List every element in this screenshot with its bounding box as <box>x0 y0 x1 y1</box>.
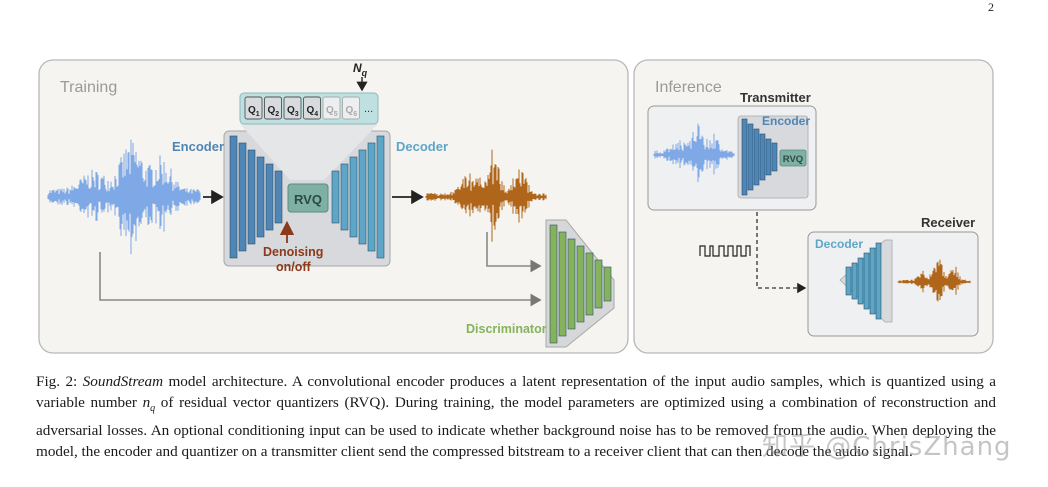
tx-encoder-layer <box>747 123 754 191</box>
nq-label: Nq <box>353 61 368 78</box>
encoder-layer <box>274 170 283 224</box>
quantizer-cell <box>342 96 360 120</box>
quantizer-cell <box>322 96 341 120</box>
quantizer-cell-label: Q2 <box>268 105 280 118</box>
discriminator-layer <box>558 231 567 337</box>
quantizer-cells: Q1 Q2 Q3 Q4 Q5 Q6... <box>244 96 373 120</box>
encoder-layer <box>247 149 256 245</box>
quantizer-cell <box>244 96 263 120</box>
transmitter-rvq-label: RVQ <box>783 154 803 165</box>
quantizer-ellipsis: ... <box>364 103 373 115</box>
receiver-waveform <box>897 259 971 302</box>
quantizer-cell-label: Q4 <box>307 105 319 118</box>
decoder-layer <box>340 163 349 231</box>
discriminator-layer <box>549 224 558 344</box>
receiver-box <box>807 231 979 337</box>
caption-variable: nq <box>142 394 156 415</box>
decoder-label: Decoder <box>396 139 448 154</box>
quantizer-cell <box>264 96 282 120</box>
tx-encoder-layer <box>771 142 778 172</box>
encoder-layers <box>229 135 283 259</box>
discriminator-layer <box>603 266 612 302</box>
quantizer-projection <box>240 124 378 180</box>
page-number: 2 <box>988 0 994 14</box>
encoder-layer <box>265 163 274 231</box>
tx-encoder-layer <box>759 133 766 181</box>
input-waveform <box>47 139 201 255</box>
rx-decoder-layer <box>875 242 882 320</box>
figure-caption: Fig. 2: SoundStream model architecture. … <box>36 371 996 463</box>
caption-text-2: of residual vector quantizers (RVQ). Dur… <box>36 394 996 461</box>
caption-text-1: model architecture. A convolutional enco… <box>36 373 996 412</box>
tx-encoder-layer <box>741 118 748 196</box>
quantizer-cell-label: Q5 <box>326 105 338 118</box>
encoder-layer <box>256 156 265 238</box>
denoise-label-line1: Denoising <box>263 245 323 259</box>
decoder-layer <box>376 135 385 259</box>
discriminator-layer <box>594 259 603 309</box>
decoder-layer <box>349 156 358 238</box>
transmitter-waveform <box>653 123 735 183</box>
encoder-layer <box>238 142 247 252</box>
bitstream-arrow <box>756 212 807 294</box>
rx-decoder-layer <box>857 257 864 305</box>
receiver-decoder-label: Decoder <box>815 237 863 251</box>
discriminator-layer <box>567 238 576 330</box>
discriminator-layer <box>585 252 594 316</box>
rvq-label: RVQ <box>294 192 322 207</box>
caption-model-name: SoundStream <box>82 373 164 390</box>
output-waveform <box>425 149 547 242</box>
quantizer-cell <box>303 96 321 120</box>
output-to-discriminator-arrow <box>486 232 542 273</box>
encoder-label: Encoder <box>172 139 224 154</box>
rx-decoder-layer <box>845 266 852 296</box>
rx-decoder-layer <box>863 252 870 310</box>
tx-encoder-layer <box>765 138 772 176</box>
decoder-layer <box>358 149 367 245</box>
rx-decoder-layer <box>869 247 876 315</box>
bitstream-icon <box>699 245 751 257</box>
transmitter-encoder-layers <box>741 118 778 196</box>
quantizer-cell-label: Q6 <box>346 105 358 118</box>
tx-encoder-layer <box>753 128 760 186</box>
rx-decoder-layer <box>851 262 858 300</box>
quantizer-cell-label: Q1 <box>248 105 260 118</box>
rvq-block <box>287 183 329 213</box>
encoder-layer <box>229 135 238 259</box>
receiver-label: Receiver <box>921 215 975 230</box>
transmitter-label: Transmitter <box>740 90 811 105</box>
decoder-layer <box>331 170 340 224</box>
discriminator-layer <box>576 245 585 323</box>
discriminator-layers <box>549 224 612 344</box>
decoder-layer <box>367 142 376 252</box>
quantizer-cell-label: Q3 <box>287 105 299 118</box>
transmitter-rvq-block <box>779 149 807 167</box>
caption-fig-label: Fig. 2: <box>36 373 83 390</box>
transmitter-encoder-label: Encoder <box>762 114 810 128</box>
inference-title: Inference <box>655 79 722 96</box>
quantizer-cell <box>283 96 302 120</box>
denoise-label-line2: on/off <box>276 260 312 274</box>
decoder-layers <box>331 135 385 259</box>
training-title: Training <box>60 79 117 96</box>
input-to-discriminator-arrow <box>99 252 542 307</box>
watermark: 知乎 @ChrisZhang <box>762 432 1012 462</box>
inference-panel: Inference Transmitter RVQ Encoder Receiv… <box>633 59 994 354</box>
receiver-decoder-layers <box>845 242 882 320</box>
discriminator-label: Discriminator <box>466 322 547 336</box>
